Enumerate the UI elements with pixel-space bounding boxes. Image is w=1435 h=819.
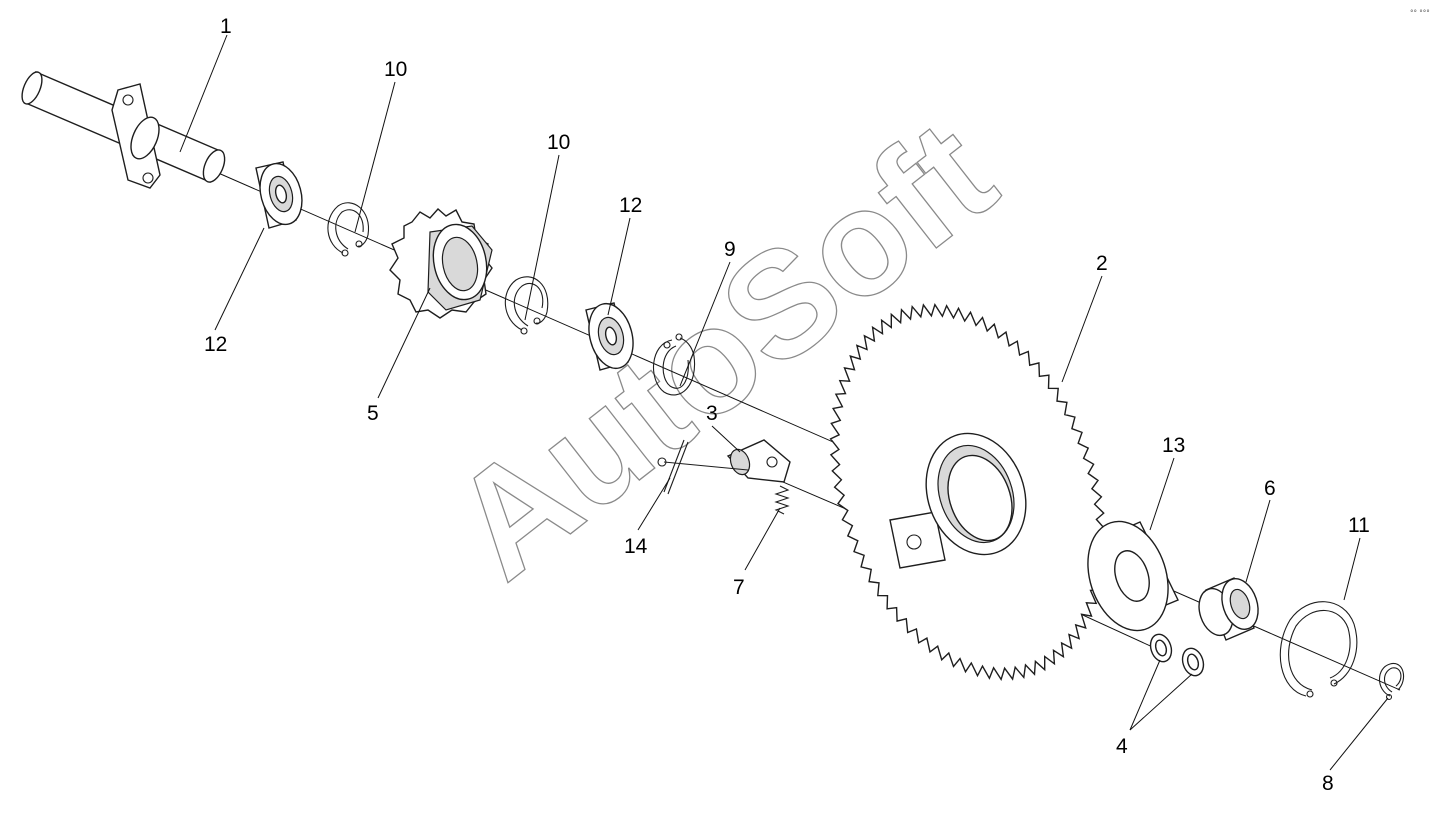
bearing-left [255, 161, 303, 229]
circlip-middle [504, 276, 549, 335]
bearing-middle [585, 302, 634, 371]
washer-a [1149, 633, 1173, 663]
corner-mark: °° °°° [1410, 9, 1430, 17]
callout-numbers: 1 10 10 12 12 9 2 5 3 13 6 11 14 7 4 8 [204, 15, 1370, 795]
callout-3: 3 [706, 402, 718, 425]
circlip-right [652, 333, 696, 396]
spacer-ring [1087, 520, 1179, 632]
bushing [1198, 577, 1259, 641]
callout-10-b: 10 [547, 131, 570, 154]
callout-14: 14 [624, 535, 648, 558]
pin [657, 439, 749, 495]
callout-10-a: 10 [384, 58, 407, 81]
callout-12-a: 12 [619, 194, 642, 217]
drive-sprocket [389, 208, 493, 319]
leader-lines [179, 34, 1389, 771]
callout-4: 4 [1116, 735, 1128, 758]
callout-1: 1 [220, 15, 232, 38]
pawl [726, 439, 791, 483]
spring [774, 485, 790, 515]
hub-bracket [889, 432, 1027, 569]
callout-7: 7 [733, 576, 745, 599]
callout-5: 5 [367, 402, 379, 425]
circlip-left [327, 202, 370, 257]
snap-ring [1378, 663, 1405, 701]
washer-b [1181, 647, 1205, 677]
callout-13: 13 [1162, 434, 1185, 457]
callout-2: 2 [1096, 252, 1108, 275]
callout-9: 9 [724, 238, 736, 261]
callout-6: 6 [1264, 477, 1276, 500]
callout-12-b: 12 [204, 333, 227, 356]
callout-11: 11 [1348, 514, 1370, 537]
retaining-ring [1279, 601, 1358, 698]
callout-8: 8 [1322, 772, 1334, 795]
shaft [21, 71, 226, 189]
